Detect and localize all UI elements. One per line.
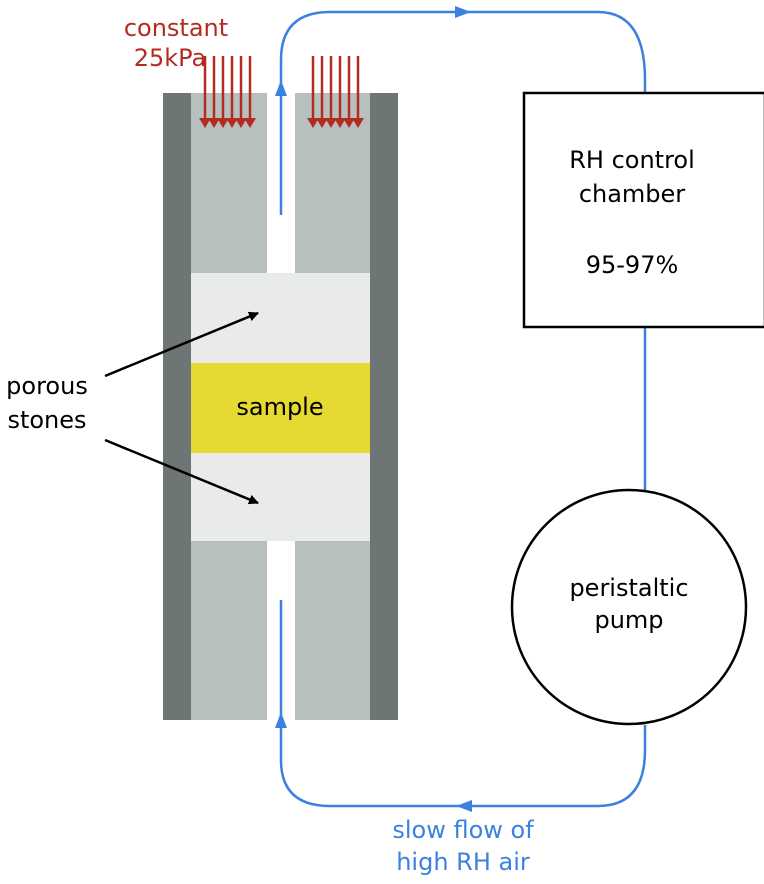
cell-wall-left: [163, 93, 191, 720]
porous-stone-bottom: [191, 453, 370, 541]
flow-label-line1: slow flow of: [392, 816, 534, 844]
stones-label-line2: stones: [7, 406, 86, 434]
sample-label: sample: [236, 393, 323, 421]
cell-wall-right: [370, 93, 398, 720]
load-arrows-left: [199, 56, 256, 128]
rh-control-chamber-box: [522, 91, 764, 329]
flow-arrowhead-up-top: [275, 80, 287, 96]
flow-arrowhead-up-bottom: [275, 712, 287, 728]
pointer-arrow-top-stone: [104, 311, 259, 378]
flow-line-top: [279, 10, 647, 215]
load-label-line2: 25kPa: [134, 44, 207, 72]
bottom-piston-right: [295, 541, 370, 720]
flow-arrowhead-left-bottom: [456, 800, 472, 812]
bottom-piston-left: [191, 541, 267, 720]
pointer-arrow-bottom-stone: [104, 438, 259, 505]
flow-arrowhead-right-top: [455, 6, 471, 18]
chamber-label-line1: RH control: [569, 146, 695, 174]
load-arrows-right: [307, 56, 364, 128]
peristaltic-pump-circle: [510, 488, 748, 726]
stones-label-line1: porous: [6, 372, 88, 400]
flow-label-line2: high RH air: [396, 848, 530, 876]
sample-block: [191, 363, 370, 453]
chamber-setpoint: 95-97%: [586, 251, 679, 279]
porous-stone-top: [191, 273, 370, 363]
chamber-label-line2: chamber: [579, 180, 685, 208]
pump-label-line2: pump: [594, 606, 663, 634]
load-label-line1: constant: [124, 14, 228, 42]
pump-label-line1: peristaltic: [569, 574, 688, 602]
